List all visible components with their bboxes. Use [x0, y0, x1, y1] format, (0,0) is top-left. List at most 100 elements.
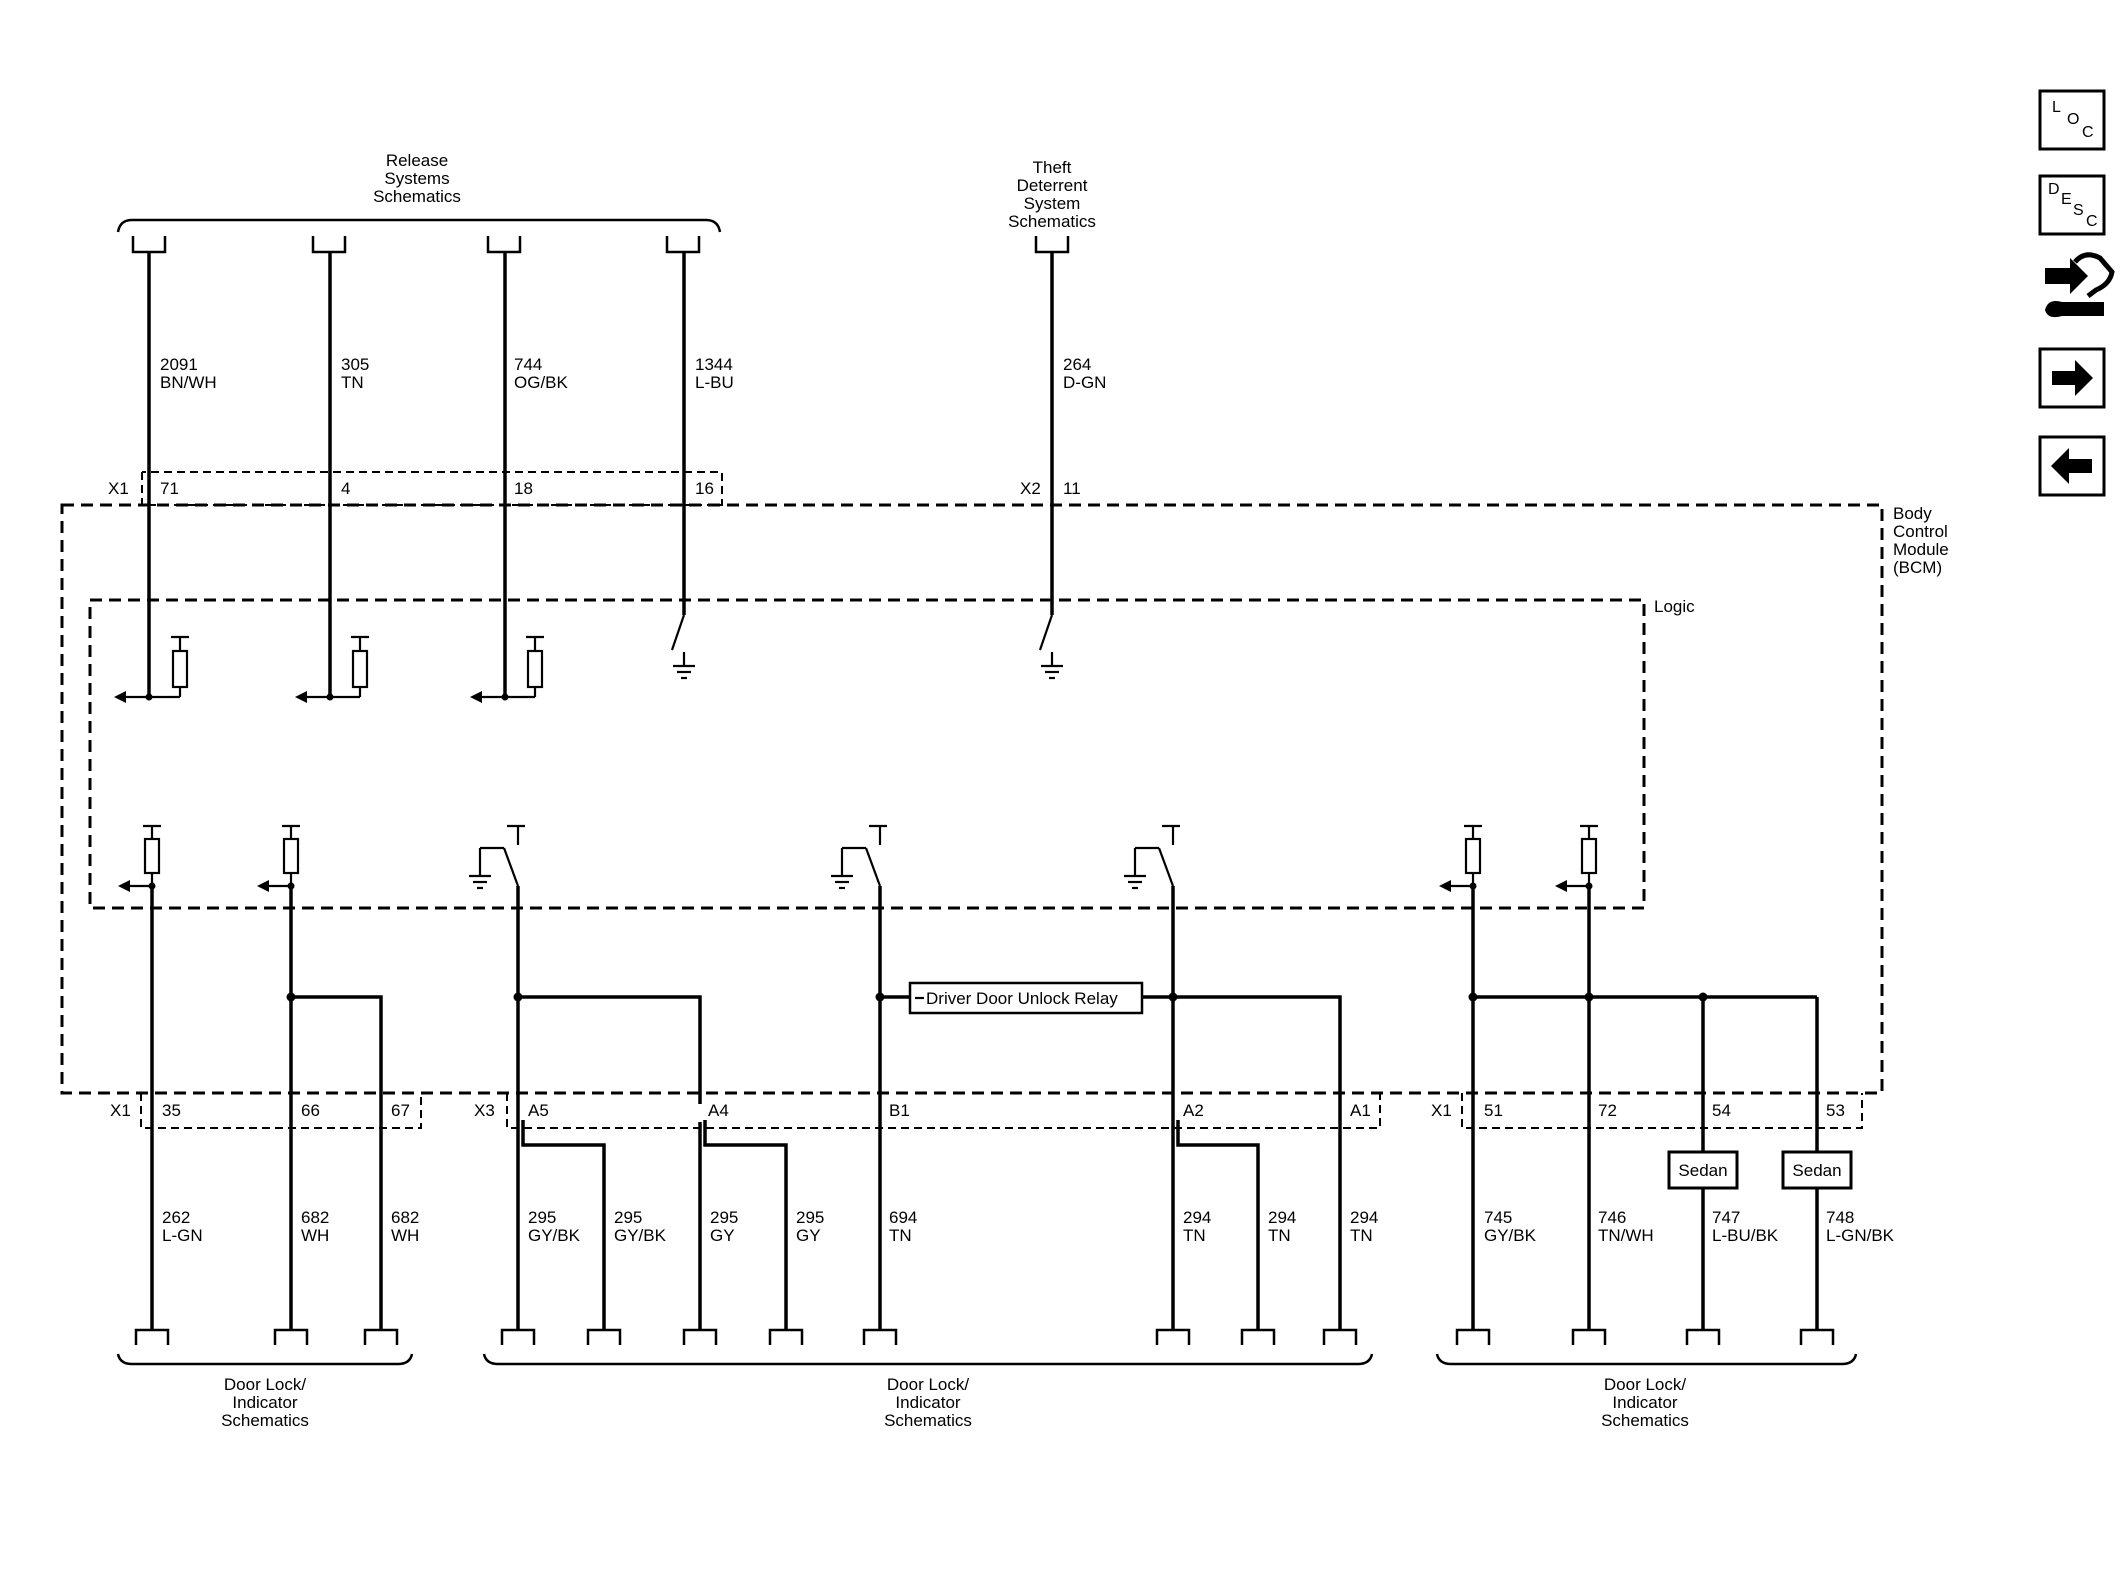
previous-arrow-icon[interactable] — [2038, 435, 2106, 497]
svg-text:Release: Release — [386, 151, 448, 170]
relay-switches — [469, 824, 1180, 890]
bottom-brace-2 — [482, 1353, 1374, 1366]
wire-circuit: 744 — [514, 355, 542, 374]
svg-text:B1: B1 — [889, 1101, 910, 1120]
svg-text:Door Lock/: Door Lock/ — [224, 1375, 306, 1394]
wire-circuit: 295 — [614, 1208, 642, 1227]
svg-text:Sedan: Sedan — [1792, 1161, 1841, 1180]
svg-text:(BCM): (BCM) — [1893, 558, 1942, 577]
svg-text:Control: Control — [1893, 522, 1948, 541]
wire-color: TN/WH — [1598, 1226, 1654, 1245]
svg-text:L: L — [2052, 99, 2061, 116]
svg-text:X1: X1 — [110, 1101, 131, 1120]
upper-inputs — [114, 614, 1063, 703]
svg-text:Driver Door Unlock Relay: Driver Door Unlock Relay — [926, 989, 1118, 1008]
wire-circuit: 294 — [1268, 1208, 1296, 1227]
svg-text:X1: X1 — [108, 479, 129, 498]
wire-circuit: 295 — [710, 1208, 738, 1227]
svg-text:A5: A5 — [528, 1101, 549, 1120]
svg-text:A4: A4 — [708, 1101, 729, 1120]
top-wire-labels: 2091 BN/WH 305 TN 744 OG/BK 1344 L-BU 26… — [160, 355, 1106, 392]
bottom-label-group1: Door Lock/ Indicator Schematics — [221, 1375, 309, 1430]
wire-circuit: 745 — [1484, 1208, 1512, 1227]
bcm-label: Body Control Module (BCM) — [1893, 504, 1949, 577]
wire-circuit: 295 — [528, 1208, 556, 1227]
lower-pullups — [118, 824, 1598, 892]
wire-circuit: 747 — [1712, 1208, 1740, 1227]
svg-text:Door Lock/: Door Lock/ — [887, 1375, 969, 1394]
wire-color: TN — [889, 1226, 912, 1245]
wire-color: GY/BK — [528, 1226, 581, 1245]
svg-text:Schematics: Schematics — [221, 1411, 309, 1430]
wire-color: TN — [1268, 1226, 1291, 1245]
top-terminals — [131, 236, 1070, 254]
wire-color: GY — [710, 1226, 735, 1245]
wire-color: L-GN/BK — [1826, 1226, 1895, 1245]
connector-tool-icon[interactable] — [2045, 252, 2115, 318]
wire-color: GY — [796, 1226, 821, 1245]
next-arrow-icon[interactable] — [2038, 347, 2106, 409]
wire-color: L-BU — [695, 373, 734, 392]
svg-text:67: 67 — [391, 1101, 410, 1120]
wire-color: TN — [341, 373, 364, 392]
wire-color: WH — [301, 1226, 329, 1245]
svg-text:Schematics: Schematics — [373, 187, 461, 206]
top-wires — [147, 252, 1054, 697]
wire-circuit: 682 — [301, 1208, 329, 1227]
theft-deterrent-label: Theft Deterrent System Schematics — [1008, 158, 1096, 231]
svg-text:A2: A2 — [1183, 1101, 1204, 1120]
svg-text:Door Lock/: Door Lock/ — [1604, 1375, 1686, 1394]
bottom-terminals — [134, 1328, 1835, 1345]
svg-text:E: E — [2061, 191, 2072, 208]
svg-text:Sedan: Sedan — [1678, 1161, 1727, 1180]
logic-label: Logic — [1654, 597, 1695, 616]
bottom-brace-1 — [116, 1353, 414, 1366]
wire-circuit: 1344 — [695, 355, 733, 374]
wire-circuit: 305 — [341, 355, 369, 374]
wire-color: TN — [1183, 1226, 1206, 1245]
wire-circuit: 295 — [796, 1208, 824, 1227]
svg-text:System: System — [1024, 194, 1081, 213]
release-brace — [116, 218, 722, 233]
bottom-label-group3: Door Lock/ Indicator Schematics — [1601, 1375, 1689, 1430]
wire-color: GY/BK — [614, 1226, 667, 1245]
wire-circuit: 2091 — [160, 355, 198, 374]
bottom-label-group2: Door Lock/ Indicator Schematics — [884, 1375, 972, 1430]
wire-circuit: 262 — [162, 1208, 190, 1227]
wire-circuit: 264 — [1063, 355, 1091, 374]
wire-circuit: 746 — [1598, 1208, 1626, 1227]
junction-dots — [286, 992, 1708, 1002]
svg-text:S: S — [2073, 202, 2084, 219]
wire-circuit: 682 — [391, 1208, 419, 1227]
wire-color: BN/WH — [160, 373, 217, 392]
wire-color: GY/BK — [1484, 1226, 1537, 1245]
svg-text:Module: Module — [1893, 540, 1949, 559]
wire-color: D-GN — [1063, 373, 1106, 392]
svg-text:O: O — [2067, 111, 2079, 128]
svg-text:Indicator: Indicator — [895, 1393, 961, 1412]
svg-text:X3: X3 — [474, 1101, 495, 1120]
wire-circuit: 294 — [1350, 1208, 1378, 1227]
top-connector-x1: X1 71 4 18 16 — [108, 471, 723, 506]
driver-door-unlock-relay-box: Driver Door Unlock Relay — [908, 981, 1144, 1015]
wire-color: L-GN — [162, 1226, 203, 1245]
svg-text:Theft: Theft — [1033, 158, 1072, 177]
wire-color: TN — [1350, 1226, 1373, 1245]
svg-text:X1: X1 — [1431, 1101, 1452, 1120]
wire-circuit: 748 — [1826, 1208, 1854, 1227]
svg-text:X2: X2 — [1020, 479, 1041, 498]
description-icon[interactable]: D E S C — [2038, 174, 2106, 236]
logic-boundary — [88, 598, 1646, 910]
svg-text:35: 35 — [162, 1101, 181, 1120]
svg-text:Schematics: Schematics — [884, 1411, 972, 1430]
svg-text:18: 18 — [514, 479, 533, 498]
svg-text:C: C — [2082, 124, 2094, 141]
svg-text:51: 51 — [1484, 1101, 1503, 1120]
bottom-brace-3 — [1435, 1353, 1858, 1366]
component-locator-icon[interactable]: L O C — [2038, 89, 2106, 151]
top-connector-x2: X2 11 — [1020, 479, 1081, 498]
svg-text:66: 66 — [301, 1101, 320, 1120]
bottom-wire-labels: 262 L-GN 682 WH 682 WH 295 GY/BK 295 GY/… — [162, 1208, 1895, 1245]
svg-text:Indicator: Indicator — [1612, 1393, 1678, 1412]
